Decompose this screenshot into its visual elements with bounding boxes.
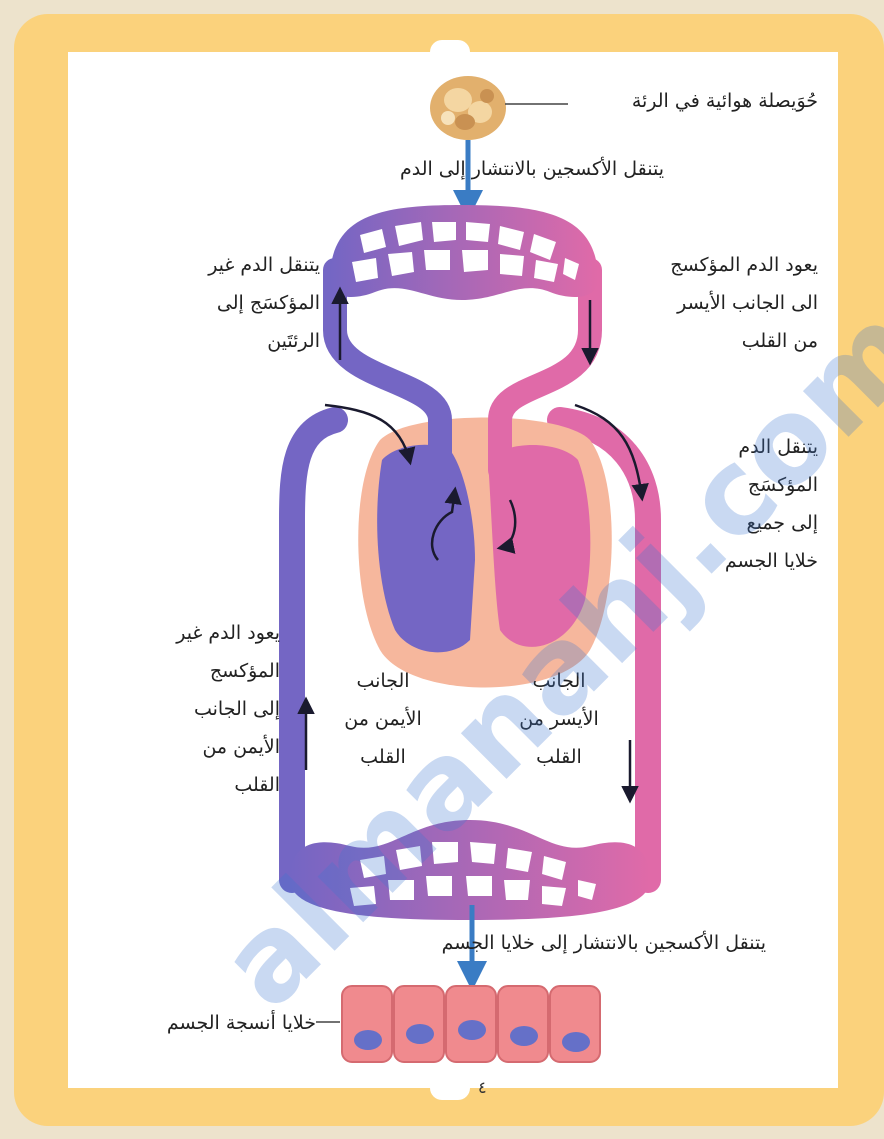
deoxygenated-returns-right-label: يعود الدم غير المؤكسج إلى الجانب الأيمن … <box>100 614 280 804</box>
oxygenated-to-body-label: يتنقل الدم المؤكسَج إلى جميع خلايا الجسم <box>638 428 818 580</box>
oxygen-to-blood-label: يتنقل الأكسجين بالانتشار إلى الدم <box>244 150 664 188</box>
heart <box>358 418 612 688</box>
lung-capillary-bed <box>330 205 598 300</box>
right-side-heart-label: الجانب الأيمن من القلب <box>318 662 448 776</box>
alveolus-label: حُوَيصلة هوائية في الرئة <box>548 82 818 120</box>
oxygen-to-cells-label: يتنقل الأكسجين بالانتشار إلى خلايا الجسم <box>226 924 766 962</box>
deoxygenated-vein-left <box>292 420 335 880</box>
right-side-heart-chambers <box>377 445 475 653</box>
oxygenated-returns-left-label: يعود الدم المؤكسج الى الجانب الأيسر من ا… <box>588 246 818 360</box>
deoxygenated-to-lungs-label: يتنقل الدم غير المؤكسَج إلى الرئتَين <box>120 246 320 360</box>
left-side-heart-label: الجانب الأيسر من القلب <box>494 662 624 776</box>
body-tissue-cells-label: خلايا أنسجة الجسم <box>90 1004 316 1042</box>
body-tissue-cells <box>316 986 600 1062</box>
page-mark: ٤ <box>478 1078 487 1097</box>
